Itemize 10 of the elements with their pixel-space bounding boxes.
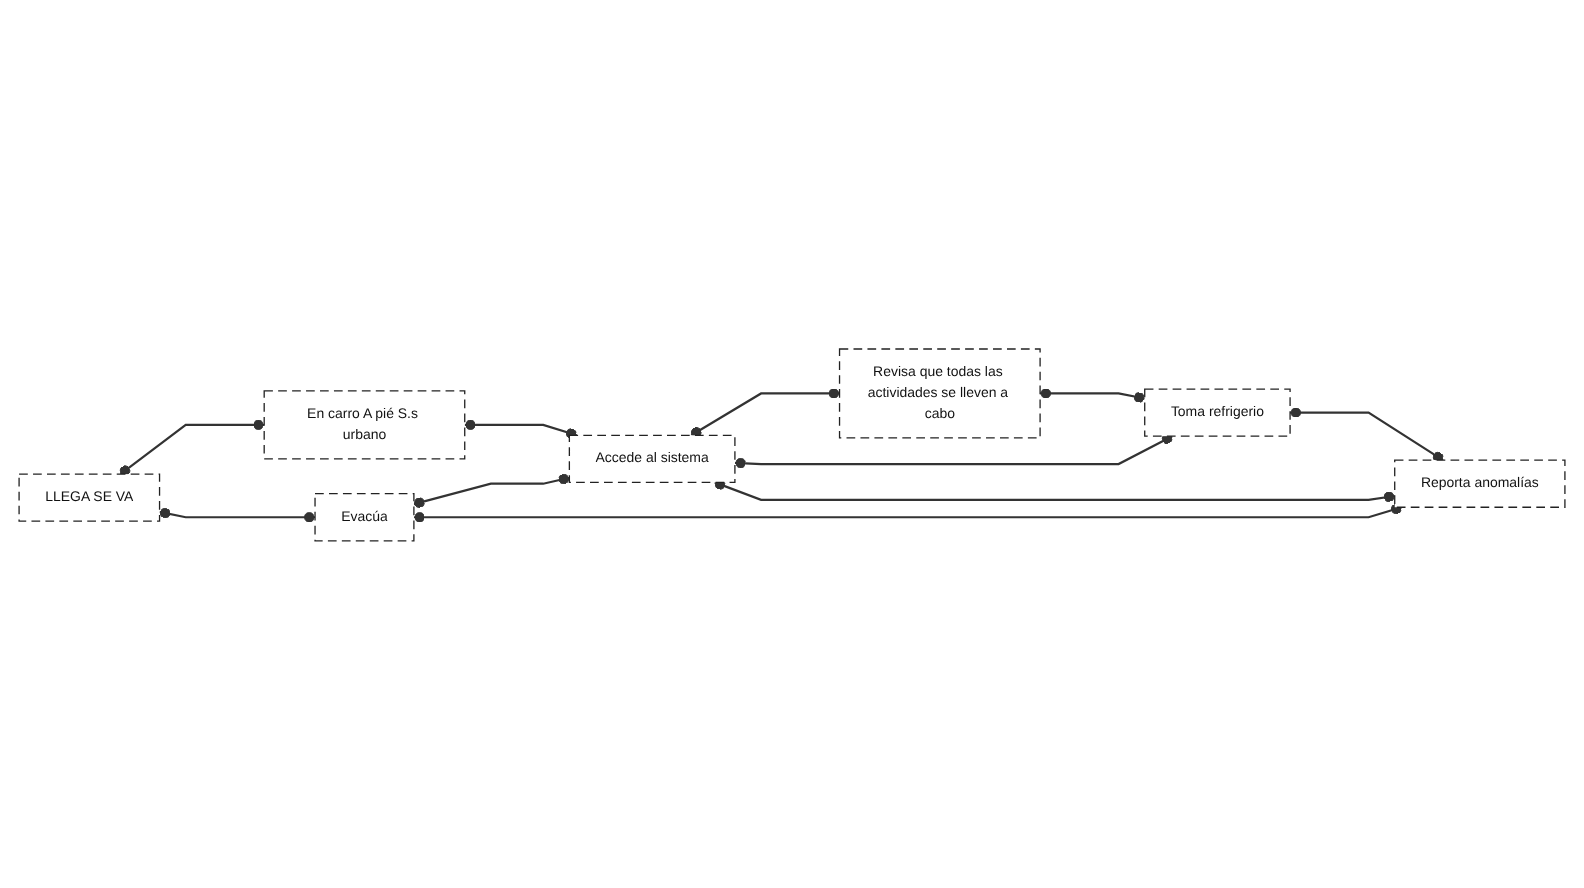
connector: [159, 506, 316, 522]
connector: [734, 432, 1173, 468]
connector: [413, 472, 570, 508]
connector: [119, 418, 265, 475]
connector: [413, 502, 1403, 522]
connector: [1290, 406, 1444, 462]
connector: [464, 418, 578, 438]
connector: [1040, 387, 1145, 402]
connector: [690, 387, 840, 437]
connector: [714, 478, 1395, 502]
